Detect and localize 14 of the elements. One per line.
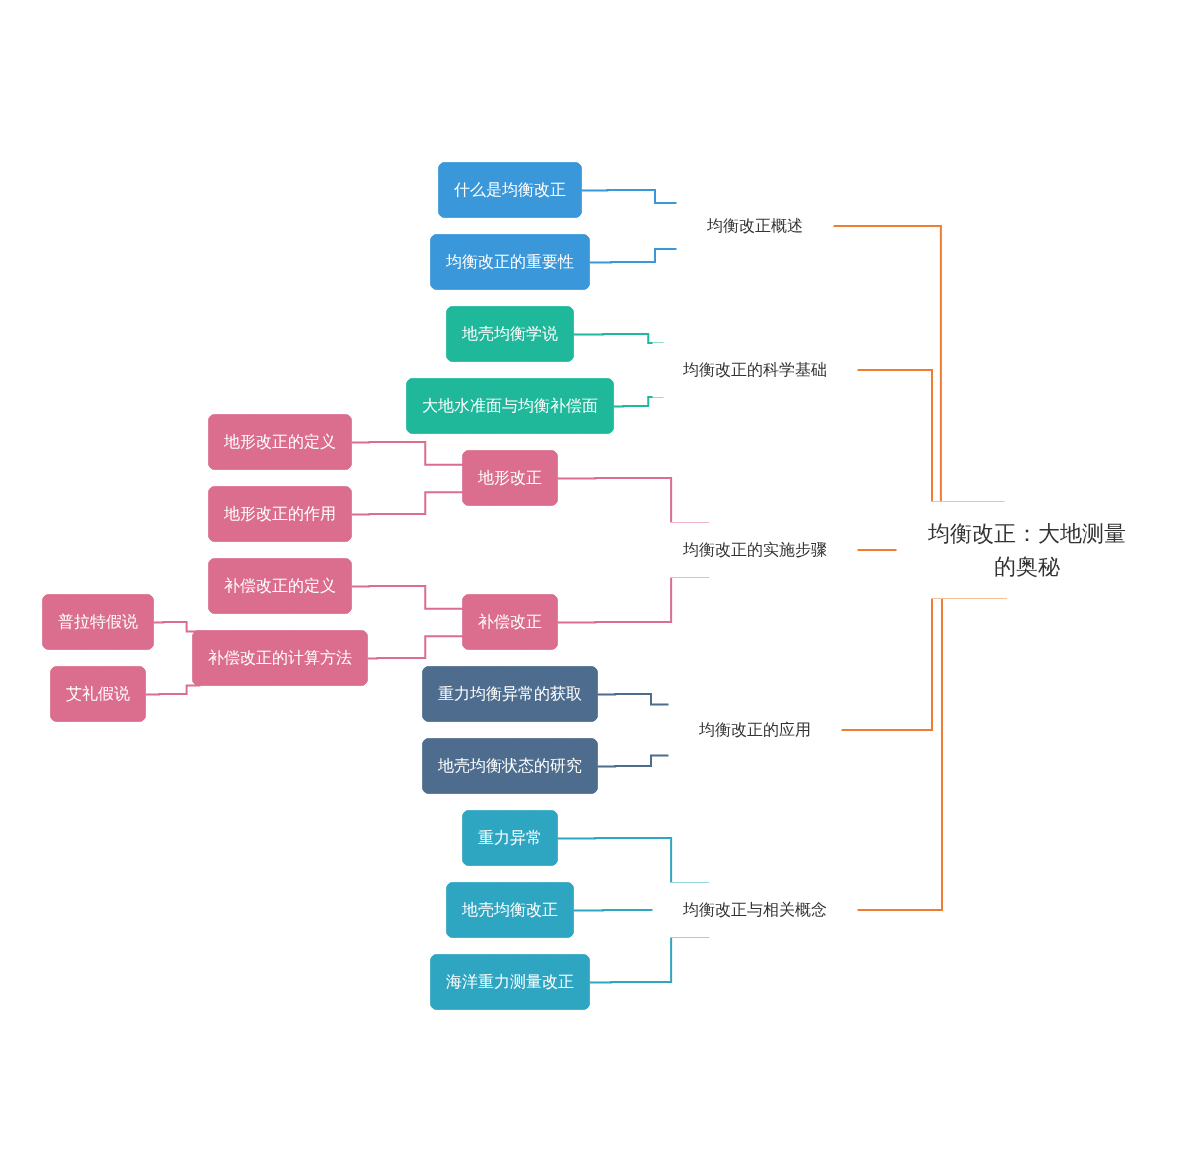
connector xyxy=(366,635,465,660)
node-text: 均衡改正的应用 xyxy=(699,720,811,739)
connector xyxy=(572,909,654,912)
connector xyxy=(144,684,202,696)
connector xyxy=(596,693,670,706)
connector xyxy=(350,441,465,466)
connector xyxy=(580,189,678,204)
connector xyxy=(596,754,670,768)
connector xyxy=(856,549,898,551)
connector xyxy=(588,248,678,264)
connector xyxy=(350,585,465,610)
node-text: 均衡改正概述 xyxy=(707,216,803,235)
node-text: 均衡改正的科学基础 xyxy=(683,360,827,379)
connector xyxy=(350,491,465,516)
